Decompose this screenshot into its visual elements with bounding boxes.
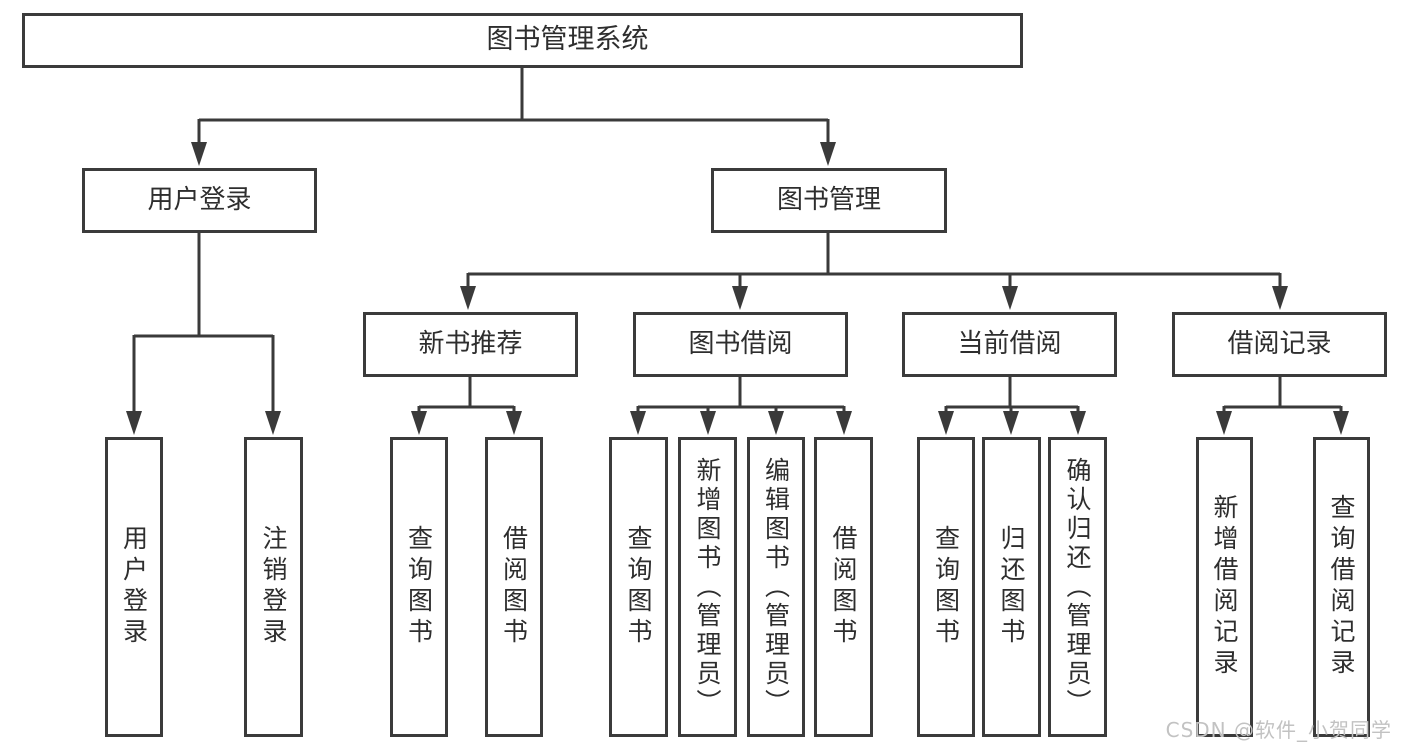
arrowhead — [191, 142, 207, 166]
arrowhead — [732, 286, 748, 310]
node-book-management: 图书管理 — [711, 168, 947, 233]
arrowhead — [126, 411, 142, 435]
leaf-logout: 注销登录 — [244, 437, 303, 737]
arrowhead — [1003, 411, 1019, 435]
arrowhead — [1070, 411, 1086, 435]
arrowhead — [460, 286, 476, 310]
arrowhead — [1333, 411, 1349, 435]
arrowhead — [1002, 286, 1018, 310]
arrowhead — [630, 411, 646, 435]
leaf-user-login: 用户登录 — [105, 437, 163, 737]
arrowhead — [411, 411, 427, 435]
arrowhead — [700, 411, 716, 435]
arrowhead — [820, 142, 836, 166]
node-current-borrowing: 当前借阅 — [902, 312, 1117, 377]
leaf-query-books-borrow: 查询图书 — [609, 437, 668, 737]
leaf-confirm-return-admin: 确认归还（管理员） — [1048, 437, 1107, 737]
leaf-edit-book-admin: 编辑图书（管理员） — [747, 437, 805, 737]
node-library-management-system: 图书管理系统 — [22, 13, 1023, 68]
arrowhead — [768, 411, 784, 435]
leaf-query-books-current: 查询图书 — [917, 437, 975, 737]
node-user-login: 用户登录 — [82, 168, 317, 233]
arrowhead — [938, 411, 954, 435]
leaf-borrow-books: 借阅图书 — [814, 437, 873, 737]
watermark-text: CSDN @软件_小贺同学 — [1165, 718, 1392, 742]
arrowhead — [1272, 286, 1288, 310]
leaf-add-borrow-record: 新增借阅记录 — [1196, 437, 1253, 737]
node-borrowing-records: 借阅记录 — [1172, 312, 1387, 377]
arrowhead — [1216, 411, 1232, 435]
leaf-return-book: 归还图书 — [982, 437, 1041, 737]
arrowhead — [506, 411, 522, 435]
arrowhead — [836, 411, 852, 435]
arrowhead — [265, 411, 281, 435]
leaf-query-borrow-record: 查询借阅记录 — [1313, 437, 1370, 737]
leaf-borrow-books-recommend: 借阅图书 — [485, 437, 543, 737]
leaf-query-books-recommend: 查询图书 — [390, 437, 448, 737]
node-new-book-recommendation: 新书推荐 — [363, 312, 578, 377]
leaf-add-book-admin: 新增图书（管理员） — [678, 437, 737, 737]
node-book-borrowing: 图书借阅 — [633, 312, 848, 377]
